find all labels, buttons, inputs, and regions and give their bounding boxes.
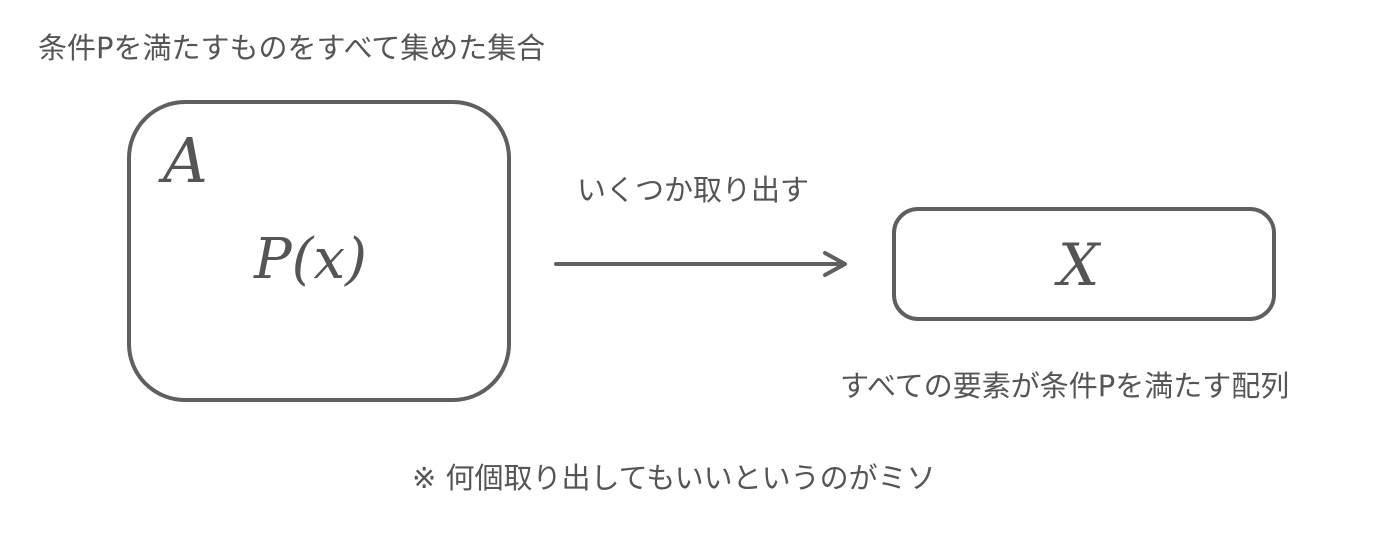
array-description-caption: すべての要素が条件Pを満たす配列 — [840, 369, 1290, 403]
set-description-caption: 条件Pを満たすものをすべて集めた集合 — [38, 31, 546, 65]
arrow-caption: いくつか取り出す — [577, 173, 810, 207]
predicate-label: P(x) — [254, 227, 367, 292]
set-a-box — [127, 100, 511, 402]
footnote: ※ 何個取り出してもいいというのがミソ — [412, 461, 936, 495]
set-x-box — [892, 207, 1276, 321]
set-a-label: A — [163, 124, 208, 197]
right-arrow-icon — [554, 251, 847, 277]
set-x-label: X — [1058, 231, 1100, 299]
